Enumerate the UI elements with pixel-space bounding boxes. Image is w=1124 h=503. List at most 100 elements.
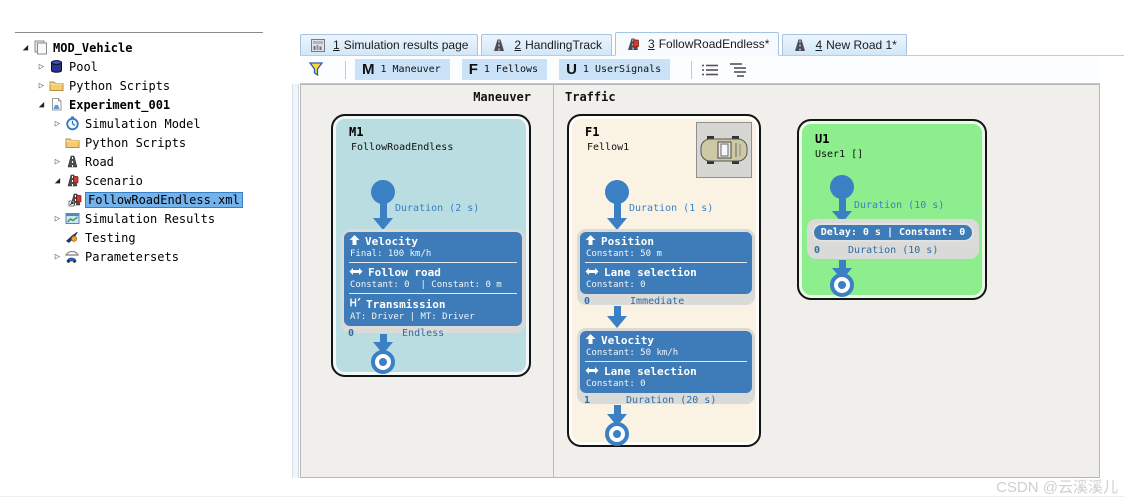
collapse-arrow-icon[interactable]: ◢	[38, 99, 45, 110]
tree-item-simulation-results[interactable]: ▷ Simulation Results	[15, 209, 263, 228]
tab-number: 4	[815, 38, 823, 52]
tree-item-followroadendless-xml[interactable]: FollowRoadEndless.xml	[15, 190, 263, 209]
fellow-vehicle-preview[interactable]	[696, 122, 752, 178]
flow-arrow	[839, 197, 846, 213]
flow-start-node[interactable]	[830, 175, 854, 199]
tree-item-label: Parametersets	[85, 249, 179, 264]
tree-item-label: MOD_Vehicle	[53, 40, 133, 55]
double-arrow-icon	[585, 365, 599, 378]
tree-item-label: Pool	[69, 59, 98, 74]
flow-start-node[interactable]	[605, 180, 629, 204]
maneuver-block-m1[interactable]: M1 FollowRoadEndless Duration (2 s) Velo…	[331, 114, 531, 377]
duration-label: Duration (1 s)	[629, 203, 714, 214]
action-detail: Constant: 50 km/h	[586, 348, 679, 358]
collapse-arrow-icon[interactable]: ◢	[22, 42, 29, 53]
road-icon	[792, 38, 808, 53]
action-title: Position	[601, 235, 654, 248]
panel-splitter[interactable]	[292, 84, 299, 478]
step-index: 1	[584, 395, 591, 406]
tree-item-experiment-001[interactable]: ◢ Experiment_001	[15, 95, 263, 114]
flow-end-node[interactable]	[605, 422, 629, 446]
tab-label: Simulation results page	[343, 38, 469, 52]
tree-item-label: Simulation Results	[85, 211, 216, 226]
action-title: Follow road	[368, 266, 441, 279]
signal-pill[interactable]: Delay: 0 s | Constant: 0	[812, 223, 974, 242]
flow-end-node[interactable]	[371, 350, 395, 374]
tab-handlingtrack[interactable]: 2 HandlingTrack	[481, 34, 613, 55]
usersignals-filter-toggle[interactable]: U 1 UserSignals	[559, 59, 671, 80]
action-lane-selection[interactable]: Lane selection Constant: 0	[585, 262, 747, 290]
tree-view-icon[interactable]	[729, 62, 747, 77]
expand-arrow-icon[interactable]: ▷	[54, 156, 61, 167]
tree-item-label: Python Scripts	[85, 135, 187, 150]
fellows-filter-toggle[interactable]: F 1 Fellows	[461, 59, 548, 80]
step-card[interactable]: Position Constant: 50 m Lane selection C…	[580, 232, 752, 294]
step-container[interactable]: Velocity Constant: 50 km/h Lane selectio…	[577, 328, 755, 406]
tab-followroadendless[interactable]: 3 FollowRoadEndless*	[615, 32, 780, 56]
step-container[interactable]: Delay: 0 s | Constant: 0 0 Duration (10 …	[807, 219, 979, 259]
expand-arrow-icon[interactable]: ▷	[38, 61, 45, 72]
toggle-count-label: 1 Maneuver	[380, 64, 441, 75]
step-card[interactable]: Velocity Constant: 50 km/h Lane selectio…	[580, 331, 752, 393]
maneuver-filter-toggle[interactable]: M 1 Maneuver	[355, 59, 450, 80]
action-follow-road[interactable]: Follow road Constant: 0 | Constant: 0 m	[349, 262, 517, 290]
action-position[interactable]: Position Constant: 50 m	[585, 235, 747, 259]
tab-label: New Road 1*	[826, 38, 897, 52]
traffic-block-f1[interactable]: F1 Fellow1 Duration (1 s)	[567, 114, 761, 447]
toolbar-separator	[691, 60, 693, 79]
tree-item-scenario[interactable]: ◢ Scenario	[15, 171, 263, 190]
duration-label: Duration (10 s)	[854, 200, 945, 211]
scenario-canvas: Maneuver Traffic M1 FollowRoadEndless Du…	[300, 84, 1100, 478]
tab-number: 1	[333, 38, 340, 52]
step-card[interactable]: Velocity Final: 100 km/h Follow road Con…	[344, 232, 522, 326]
flow-end-node[interactable]	[830, 273, 854, 297]
action-transmission[interactable]: Transmission AT: Driver | MT: Driver	[349, 293, 517, 322]
traffic-column-header: Traffic	[565, 90, 616, 104]
step-container[interactable]: Velocity Final: 100 km/h Follow road Con…	[341, 229, 525, 339]
tree-item-python-scripts-2[interactable]: Python Scripts	[15, 133, 263, 152]
road-icon	[64, 154, 80, 169]
action-lane-selection[interactable]: Lane selection Constant: 0	[585, 361, 747, 389]
block-name: Fellow1	[587, 142, 630, 153]
filter-funnel-icon[interactable]	[308, 61, 326, 78]
tree-item-mod-vehicle[interactable]: ◢ MOD_Vehicle	[15, 38, 263, 57]
list-view-icon[interactable]	[701, 63, 719, 77]
toggle-count-label: 1 UserSignals	[582, 64, 662, 75]
parametersets-icon	[64, 249, 80, 264]
tree-item-pool[interactable]: ▷ Pool	[15, 57, 263, 76]
tree-item-road[interactable]: ▷ Road	[15, 152, 263, 171]
tree-item-parametersets[interactable]: ▷ Parametersets	[15, 247, 263, 266]
toggle-letter: M	[362, 61, 375, 78]
testing-icon	[64, 230, 80, 245]
expand-arrow-icon[interactable]: ▷	[54, 213, 61, 224]
step-index: 0	[814, 245, 821, 256]
collapse-arrow-icon[interactable]: ◢	[54, 175, 61, 186]
tree-item-testing[interactable]: Testing	[15, 228, 263, 247]
flow-start-node[interactable]	[371, 180, 395, 204]
clock-icon	[64, 116, 80, 131]
flow-arrow	[614, 306, 621, 318]
up-arrow-icon	[349, 235, 360, 248]
column-divider	[553, 85, 554, 477]
double-arrow-icon	[585, 266, 599, 279]
scenario-icon	[64, 173, 80, 188]
results-chart-icon	[64, 211, 80, 226]
expand-arrow-icon[interactable]: ▷	[54, 251, 61, 262]
step-container[interactable]: Position Constant: 50 m Lane selection C…	[577, 229, 755, 307]
flow-arrow	[839, 260, 846, 270]
action-velocity[interactable]: Velocity Constant: 50 km/h	[585, 334, 747, 358]
tree-item-python-scripts[interactable]: ▷ Python Scripts	[15, 76, 263, 95]
tab-simulation-results-page[interactable]: 1 Simulation results page	[300, 34, 479, 55]
usersignal-block-u1[interactable]: U1 User1 [] Duration (10 s) Delay: 0 s |…	[797, 119, 987, 300]
expand-arrow-icon[interactable]: ▷	[54, 118, 61, 129]
car-top-view-icon	[700, 136, 748, 164]
step-index: 0	[348, 328, 355, 339]
action-title: Velocity	[601, 334, 654, 347]
expand-arrow-icon[interactable]: ▷	[38, 80, 45, 91]
tab-new-road-1[interactable]: 4 New Road 1*	[782, 34, 907, 55]
gear-shifter-icon	[349, 297, 361, 311]
tree-item-simulation-model[interactable]: ▷ Simulation Model	[15, 114, 263, 133]
flow-arrow	[380, 202, 387, 220]
action-velocity[interactable]: Velocity Final: 100 km/h	[349, 235, 517, 259]
